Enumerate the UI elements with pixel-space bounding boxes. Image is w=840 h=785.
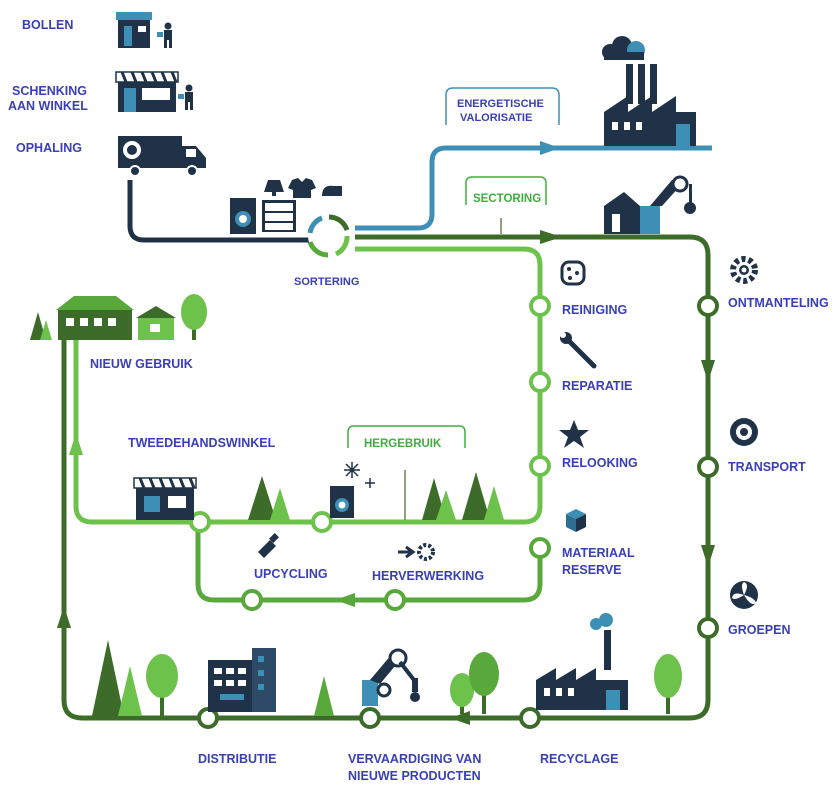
sponge-icon [560,260,586,286]
fan-icon [730,581,758,609]
kiosk-icon [116,12,152,48]
label-reiniging: REINIGING [562,303,627,317]
node-tweedehands [189,511,211,533]
node-groepen [697,617,719,639]
outer-arrow-down-icon-2 [701,545,715,567]
label-relooking: RELOOKING [562,456,638,470]
label-ontmanteling: ONTMANTELING [728,296,829,310]
trees-group-bottom [92,640,682,716]
smoke-cloud-icon [602,36,645,60]
label-schenking-1: SCHENKING [12,84,87,98]
sectoring-bracket [465,176,547,205]
truck-icon [118,136,206,177]
tree-icon [30,294,207,340]
label-sortering: SORTERING [294,276,359,288]
hergebruik-bracket [347,425,466,448]
shop-icon [115,71,179,112]
outer-arrow-left-icon [450,711,470,725]
sparkle-icon [344,462,375,488]
label-vervaardiging-2: NIEUWE PRODUCTEN [348,769,481,783]
energetische-bracket [445,87,560,125]
person-icon [157,22,172,48]
recycling-factory-icon [536,613,628,710]
label-materiaal-2: RESERVE [562,563,622,577]
collection-flow-line [127,180,310,243]
label-herverwerking: HERVERWERKING [372,569,484,583]
label-transport: TRANSPORT [728,460,806,474]
node-relooking [529,455,551,477]
secondhand-shop-icon [133,477,197,520]
spray-bottle-icon [258,533,279,558]
node-materiaal [529,537,551,559]
label-energetische-2: VALORISATIE [460,112,532,124]
outer-loop-line [61,234,711,721]
upcycling-arrow-left-icon [335,593,355,607]
label-groepen: GROEPEN [728,623,791,637]
factory-icon [604,64,696,146]
apartment-building-icon [208,648,276,712]
washing-machine-icon-2 [330,486,354,518]
wrench-icon [560,332,597,369]
label-ophaling: OPHALING [16,141,82,155]
sorting-ring-icon [307,214,350,258]
label-bollen: BOLLEN [22,18,73,32]
iron-icon [322,185,342,196]
shirt-icon [288,178,316,198]
label-hergebruik: HERGEBRUIK [364,438,442,450]
label-distributie: DISTRIBUTIE [198,752,276,766]
label-upcycling: UPCYCLING [254,567,328,581]
star-icon [559,420,589,448]
label-vervaardiging-1: VERVAARDIGING VAN [348,752,481,766]
energy-arrow-icon [540,141,560,155]
dismantling-factory-icon [604,175,696,234]
dresser-icon [262,200,296,232]
label-tweedehandswinkel: TWEEDEHANDSWINKEL [128,436,276,450]
node-herverwerking [384,589,406,611]
node-vervaardiging [359,707,381,729]
label-schenking-2: AAN WINKEL [8,99,88,113]
node-reparatie [529,371,551,393]
gear-icon-ontmanteling [730,256,758,284]
outer-arrow-down-icon-1 [701,360,715,382]
energy-valorisation-line [355,145,712,231]
label-materiaal-1: MATERIAAL [562,546,635,560]
cube-icon [566,509,586,532]
label-energetische-1: ENERGETISCHE [457,98,544,110]
person-icon-2 [178,84,193,110]
node-recyclage [519,707,541,729]
trees-group-hergebruik [248,472,504,520]
upcycling-loop-line [195,522,543,603]
node-upcycling [241,589,263,611]
node-reiniging [529,295,551,317]
label-nieuw-gebruik: NIEUW GEBRUIK [90,357,193,371]
gear-icon [398,543,435,561]
label-sectoring: SECTORING [473,193,541,205]
label-recyclage: RECYCLAGE [540,752,618,766]
inner-arrow-up-icon [69,433,83,455]
outer-arrow-right-icon [540,230,562,244]
lamp-icon [264,180,284,196]
house-icon [56,296,176,340]
node-transport [697,456,719,478]
node-ontmanteling [697,295,719,317]
inner-loop-line [73,246,543,525]
node-hergebruik [311,511,333,533]
label-reparatie: REPARATIE [562,379,632,393]
robot-arm-icon [362,648,420,706]
outer-arrow-up-icon [57,606,71,628]
washing-machine-icon [230,198,256,234]
tire-icon [730,418,758,446]
